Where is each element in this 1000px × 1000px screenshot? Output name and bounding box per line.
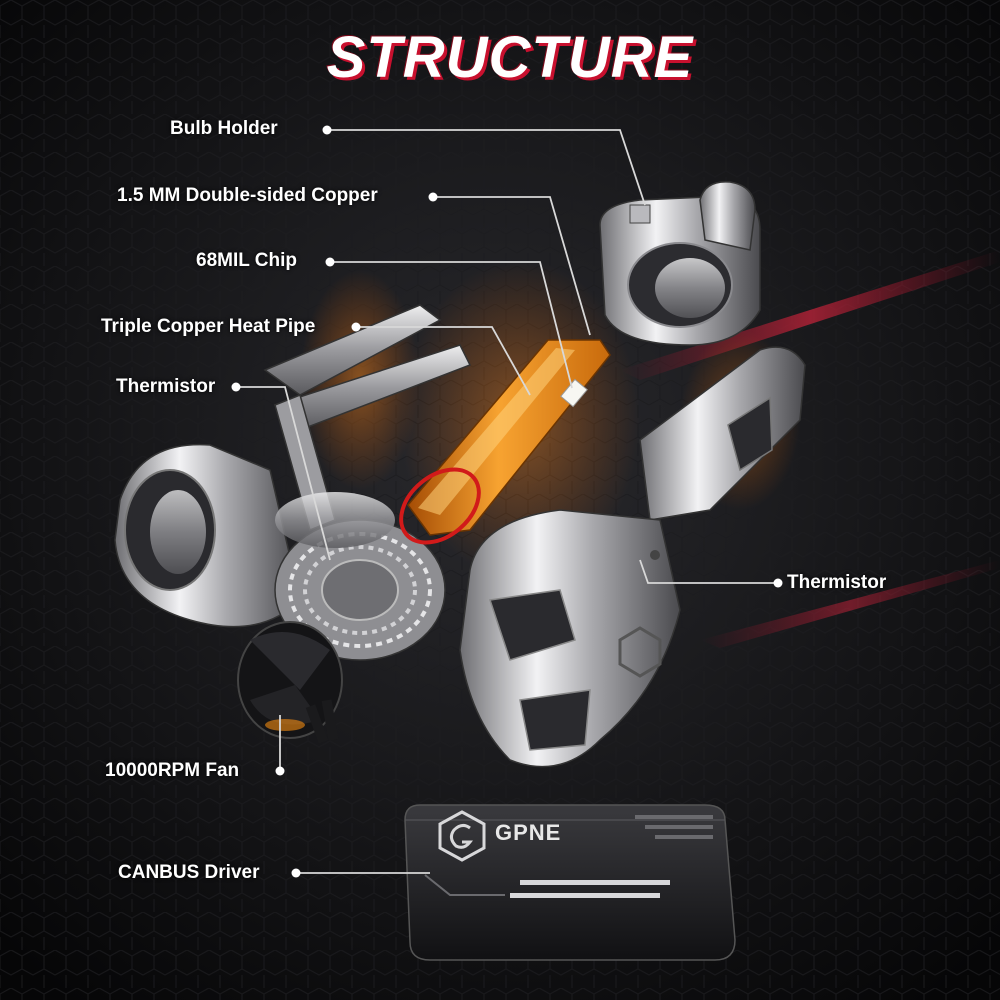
label-copper-board: 1.5 MM Double-sided Copper: [117, 185, 378, 206]
leader-heat-pipe: [356, 326, 531, 396]
label-canbus-driver: CANBUS Driver: [118, 862, 260, 883]
brand-emblem-icon: [618, 626, 662, 678]
leader-thermistor-left: [236, 386, 331, 561]
title-banner: STRUCTURE: [290, 14, 730, 96]
page-title: STRUCTURE: [326, 25, 694, 90]
heat-sink-fins: [274, 492, 446, 661]
label-fan: 10000RPM Fan: [105, 760, 240, 781]
gpne-logo-icon: [438, 810, 486, 862]
background-red-streak-lower: [700, 560, 1000, 648]
leader-copper-board: [433, 196, 591, 336]
leader-thermistor-right: [639, 559, 778, 584]
bulb-holder-part: [599, 181, 761, 346]
label-heat-pipe: Triple Copper Heat Pipe: [101, 316, 316, 337]
cooling-fan-part: [237, 621, 343, 744]
led-chip: [560, 378, 588, 408]
label-thermistor-left: Thermistor: [116, 376, 216, 397]
leader-lines: [236, 129, 778, 874]
label-bulb-holder: Bulb Holder: [170, 118, 278, 139]
label-chip: 68MIL Chip: [196, 250, 297, 271]
leader-dots: [231, 125, 783, 878]
leader-chip: [330, 261, 573, 389]
label-thermistor-right: Thermistor: [787, 572, 887, 593]
right-bulb-body: [459, 346, 806, 768]
brand-logo-text: GPNE: [495, 820, 562, 845]
heat-pipe-board: [399, 339, 611, 545]
left-bulb-housing: [114, 443, 301, 628]
canbus-driver-box: [404, 804, 736, 961]
leader-bulb-holder: [327, 129, 646, 206]
seal-ring: [399, 467, 481, 545]
